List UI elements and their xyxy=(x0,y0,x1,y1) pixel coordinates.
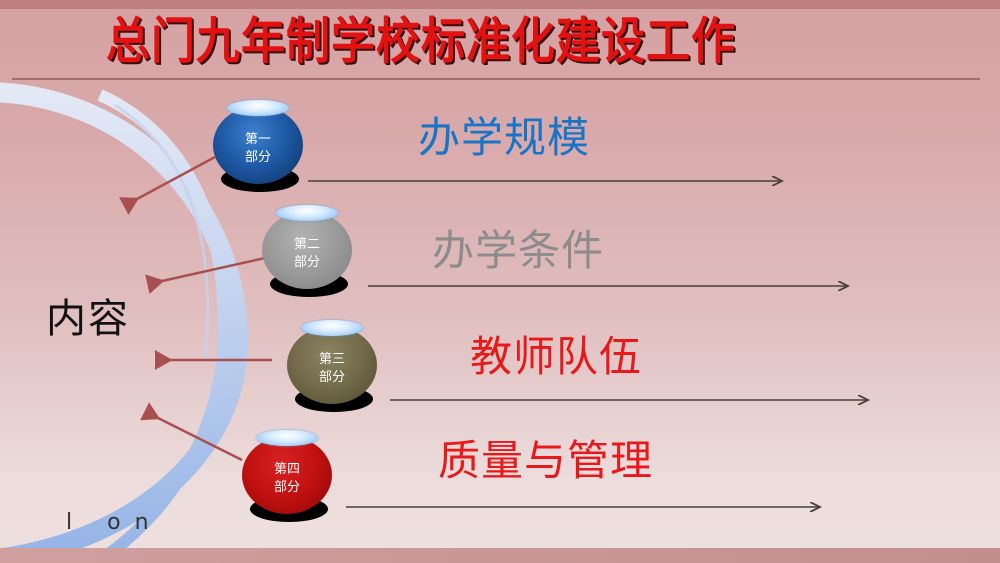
section-title-1: 办学规模 xyxy=(418,113,591,162)
ball-highlight xyxy=(301,320,363,336)
section-ball-label: 第二部分 xyxy=(293,237,320,270)
section-title-2: 办学条件 xyxy=(432,226,605,275)
section-ball-2: 第二部分 xyxy=(262,205,352,305)
slide-title: 总门九年制学校标准化建设工作 xyxy=(106,13,736,71)
section-ball-label: 第一部分 xyxy=(244,132,271,165)
stray-text: l on xyxy=(66,510,163,535)
arc-inner xyxy=(96,89,230,563)
section-ball-label: 第三部分 xyxy=(318,352,345,385)
arrow-left-2 xyxy=(145,256,266,295)
bottom-band xyxy=(0,548,1000,563)
arc-thin xyxy=(114,103,210,361)
section-title-4: 质量与管理 xyxy=(438,436,654,485)
section-ball-3: 第三部分 xyxy=(287,320,377,420)
ball-highlight xyxy=(227,100,289,116)
top-band xyxy=(0,0,1000,9)
title-divider xyxy=(12,78,980,80)
section-ball-1: 第一部分 xyxy=(213,100,303,200)
ball-highlight xyxy=(256,430,318,446)
ball-highlight xyxy=(276,205,338,221)
section-ball-label: 第四部分 xyxy=(273,462,300,495)
arrow-left-4 xyxy=(140,402,243,462)
arc-outer xyxy=(0,82,249,563)
section-title-3: 教师队伍 xyxy=(470,332,643,381)
content-label: 内容 xyxy=(46,296,130,342)
arrow-left-1 xyxy=(119,155,216,215)
section-ball-4: 第四部分 xyxy=(242,430,332,530)
